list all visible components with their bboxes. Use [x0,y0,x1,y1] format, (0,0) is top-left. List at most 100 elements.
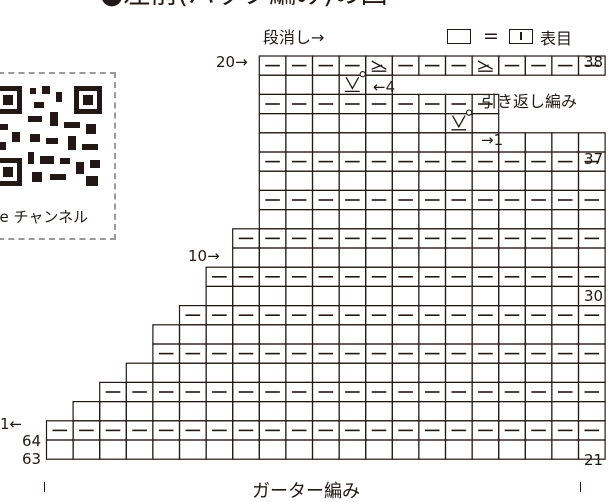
bind-off-label: 段消し→ [263,28,325,47]
chart-cell [232,247,260,268]
chart-cell [577,132,606,153]
chart-cell [524,362,553,384]
chart-cell [444,209,473,230]
slip-stitch-symbol-icon [451,115,467,131]
chart-cell [498,285,526,307]
chart-cell [577,247,606,268]
chart-cell [258,112,287,134]
chart-cell [258,324,287,345]
chart-cell [125,362,154,384]
chart-cell [498,324,526,345]
chart-cell [471,132,500,153]
chart-cell [205,439,234,460]
chart-cell [551,439,580,460]
chart-cell [178,324,207,345]
chart-cell [524,132,553,153]
chart-cell [338,324,367,345]
chart-cell [444,362,473,384]
chart-cell [152,324,181,345]
chart-cell [524,247,553,268]
chart-cell [99,439,127,460]
stitch-label-63: 63 [22,450,42,468]
chart-cell [45,439,74,460]
row-label-10: 10→ [188,247,220,265]
chart-cell [232,285,260,307]
garter-end-tick [580,482,581,492]
chart-cell [311,112,340,134]
chart-cell [258,439,287,460]
row-label-20: 20→ [216,53,248,71]
chart-cell [152,439,181,460]
chart-cell [577,170,606,191]
garter-start-tick [44,482,45,492]
chart-cell [391,324,420,345]
chart-cell [205,362,234,384]
chart-cell [258,247,287,268]
turn-label-4: ←4 [373,78,396,96]
chart-title: ●左前(バック編み)の図 [100,0,388,12]
chart-cell [551,132,580,153]
chart-cell [471,170,500,191]
chart-cell [444,285,473,307]
chart-cell [444,439,473,460]
stitch-label-37: 37 [584,150,604,168]
chart-cell [311,439,340,460]
chart-cell [418,112,447,134]
chart-cell [365,362,393,384]
chart-cell [338,132,367,153]
row-label-1: 1← [0,415,23,433]
chart-cell [391,170,420,191]
chart-cell [391,285,420,307]
chart-cell [365,209,393,230]
chart-cell [125,401,154,422]
chart-cell [152,401,181,422]
chart-cell [498,247,526,268]
chart-cell [338,401,367,422]
chart-cell [524,170,553,191]
chart-cell [178,401,207,422]
chart-cell [551,362,580,384]
short-rows-label: 引き返し編み [481,92,578,111]
chart-cell [285,112,314,134]
qr-code-icon [0,86,102,186]
chart-cell [444,132,473,153]
chart-cell [577,362,606,384]
chart-cell [311,285,340,307]
chart-cell [232,439,260,460]
turn-marker-icon [359,71,366,78]
chart-cell [285,362,314,384]
chart-cell [338,285,367,307]
chart-cell [444,324,473,345]
chart-cell [338,439,367,460]
chart-cell [258,132,287,153]
chart-cell [99,401,127,422]
chart-cell [311,324,340,345]
chart-cell [444,401,473,422]
chart-cell [365,401,393,422]
chart-cell [471,324,500,345]
chart-cell [258,401,287,422]
chart-cell [258,362,287,384]
chart-cell [391,112,420,134]
chart-cell [471,401,500,422]
chart-cell [418,132,447,153]
chart-cell [577,55,606,76]
chart-cell [285,132,314,153]
chart-cell [258,74,287,95]
chart-cell [391,247,420,268]
chart-cell [365,285,393,307]
chart-cell [471,362,500,384]
qr-code-panel[interactable] [0,72,116,240]
chart-cell [285,209,314,230]
chart-cell [365,324,393,345]
chart-cell [418,401,447,422]
chart-cell [551,324,580,345]
chart-cell [285,170,314,191]
chart-cell [471,247,500,268]
chart-cell [311,362,340,384]
chart-cell [311,74,340,95]
chart-cell [498,401,526,422]
chart-cell [471,209,500,230]
chart-cell [524,401,553,422]
